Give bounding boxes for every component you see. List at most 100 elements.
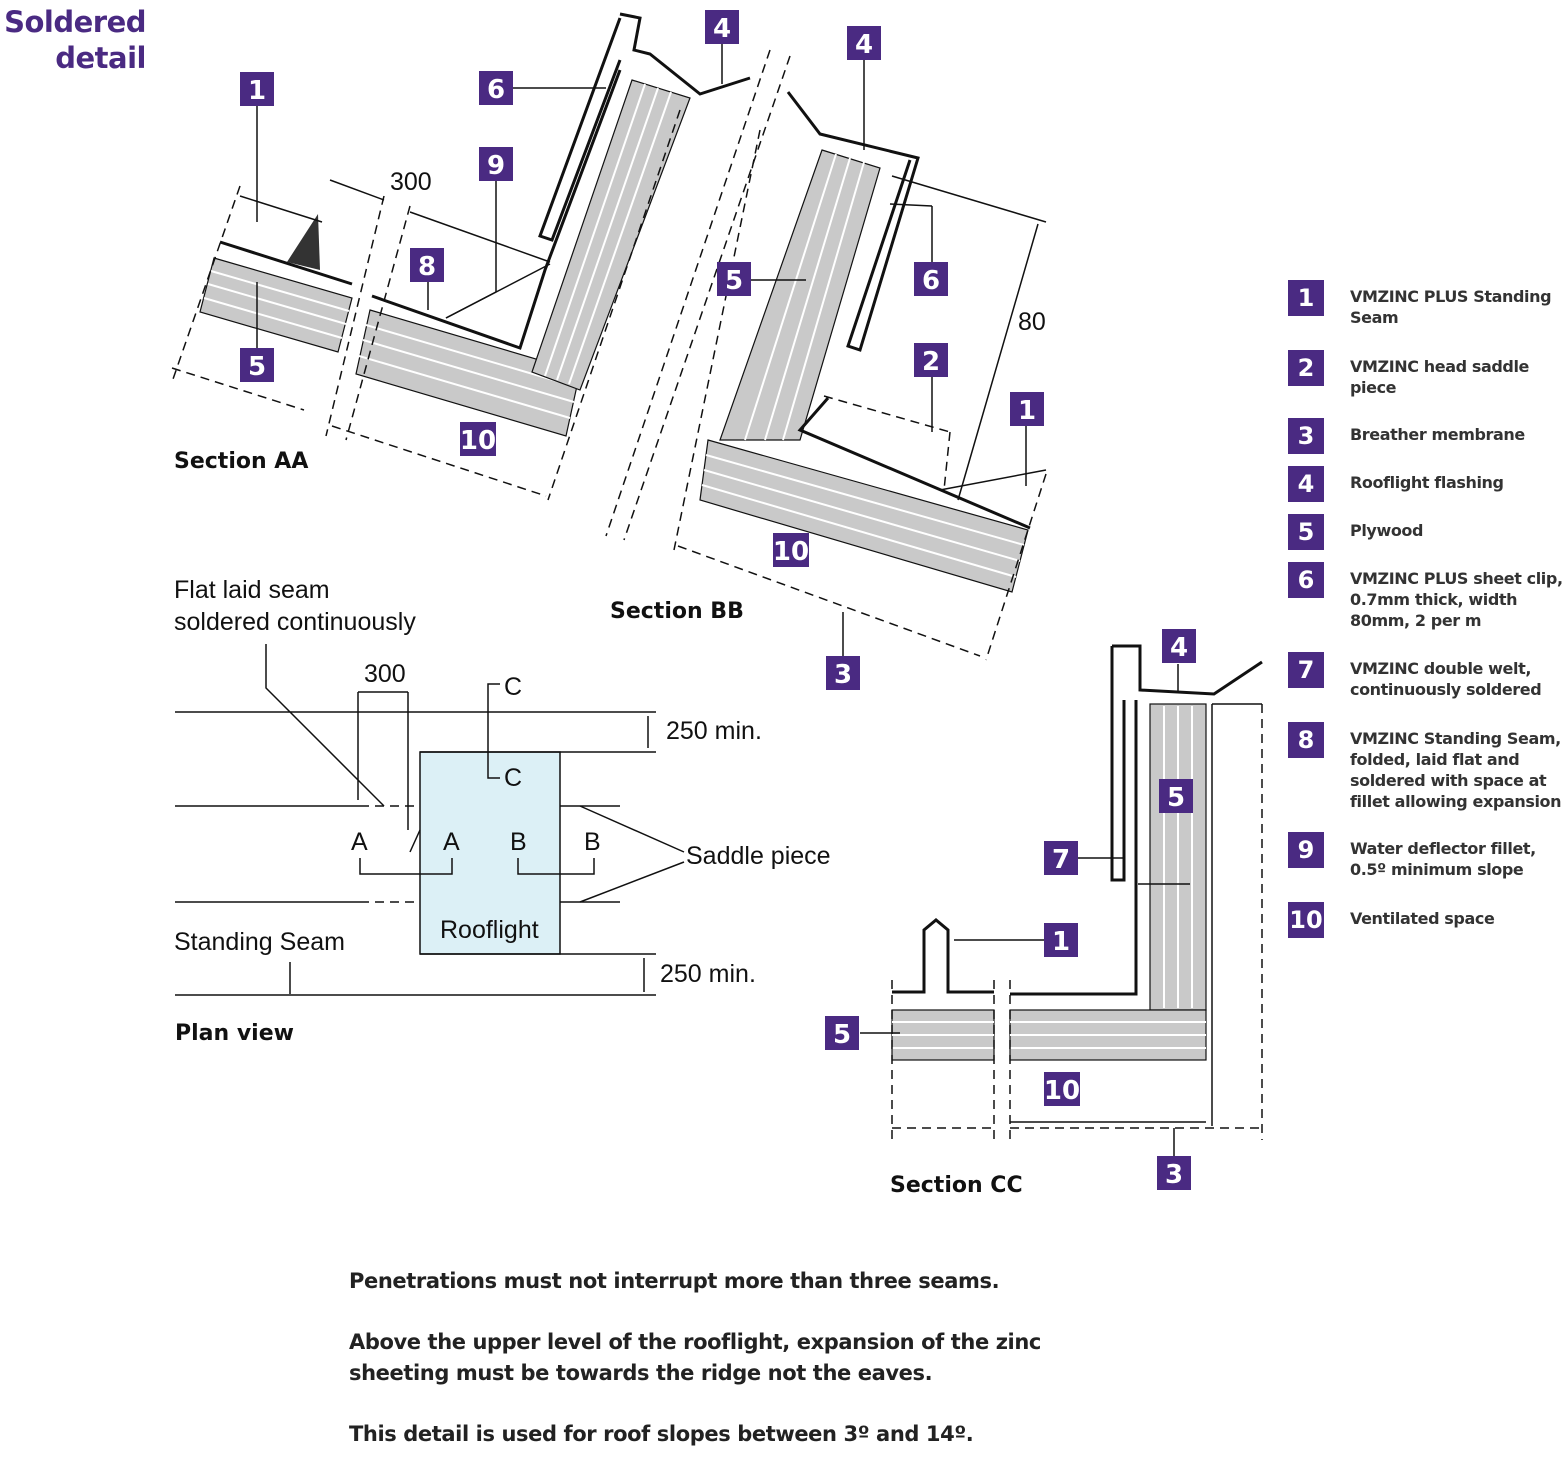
svg-text:2: 2 <box>922 347 940 377</box>
tag-2-bb: 2 <box>914 343 948 377</box>
plan-dim-250-top: 250 min. <box>666 717 762 745</box>
legend-number: 9 <box>1288 832 1324 868</box>
legend-text: VMZINC double welt, continuously soldere… <box>1350 659 1542 699</box>
tag-5-bb: 5 <box>717 262 751 296</box>
tag-9-aa: 9 <box>479 147 513 181</box>
plywood-aa-left <box>199 257 353 353</box>
svg-text:4: 4 <box>713 14 731 44</box>
page-title-line1: Soldered <box>4 5 146 39</box>
section-cc-label: Section CC <box>890 1173 1023 1198</box>
legend-text: Plywood <box>1350 521 1424 540</box>
tag-4-aa: 4 <box>705 10 739 44</box>
legend-number: 4 <box>1288 466 1324 502</box>
tag-5-aa: 5 <box>240 348 274 382</box>
svg-text:6: 6 <box>922 266 940 296</box>
rooflight-flashing-cc <box>1112 644 1263 696</box>
section-aa-label: Section AA <box>174 449 308 474</box>
svg-text:3: 3 <box>1165 1160 1183 1190</box>
tag-5-cc-upstand: 5 <box>1159 779 1193 813</box>
tag-3-bb: 3 <box>826 656 860 690</box>
tag-6-bb: 6 <box>914 262 948 296</box>
legend-number: 10 <box>1288 902 1324 938</box>
note-roof-slopes: This detail is used for roof slopes betw… <box>349 1422 974 1446</box>
legend-text: VMZINC Standing Seam, folded, laid flat … <box>1350 729 1562 811</box>
tag-3-cc: 3 <box>1157 1156 1191 1190</box>
zinc-sheet-bb <box>786 91 920 352</box>
legend-text: Breather membrane <box>1350 425 1525 444</box>
plan-cut-b1: B <box>510 828 527 856</box>
plan-saddle-piece: Saddle piece <box>686 842 831 870</box>
legend-number: 6 <box>1288 562 1324 598</box>
legend-text: VMZINC PLUS Standing Seam <box>1350 287 1552 327</box>
plywood-cc-upstand <box>1149 703 1207 1011</box>
tag-4-cc: 4 <box>1162 629 1196 663</box>
zinc-sheet-aa-left <box>219 240 353 286</box>
legend-text: Rooflight flashing <box>1350 473 1504 492</box>
section-cc-drawing <box>860 644 1263 1158</box>
legend-number: 8 <box>1288 722 1324 758</box>
plan-view-drawing <box>175 644 685 996</box>
plan-cut-a1: A <box>351 828 368 856</box>
section-bb-label: Section BB <box>610 599 744 624</box>
tag-8-aa: 8 <box>410 248 444 282</box>
clip-cc <box>1110 646 1126 882</box>
tag-4-bb: 4 <box>847 26 881 60</box>
legend-text: VMZINC head saddle piece <box>1350 357 1529 397</box>
legend-number: 7 <box>1288 652 1324 688</box>
svg-text:9: 9 <box>487 151 505 181</box>
section-bb-dim-80: 80 <box>1018 308 1046 336</box>
plywood-bb-upstand <box>719 149 881 441</box>
plan-dim-300: 300 <box>364 660 406 688</box>
tag-5-cc-base: 5 <box>825 1016 859 1050</box>
page-title-line2: detail <box>55 41 146 75</box>
svg-text:7: 7 <box>1052 845 1070 875</box>
svg-text:10: 10 <box>773 537 809 567</box>
tag-10-bb: 10 <box>773 533 809 567</box>
svg-text:5: 5 <box>248 352 266 382</box>
legend-number: 1 <box>1288 280 1324 316</box>
tag-1-aa: 1 <box>240 72 274 106</box>
tag-7-cc: 7 <box>1044 841 1078 875</box>
tag-1-bb: 1 <box>1010 392 1044 426</box>
tag-10-cc: 10 <box>1044 1072 1080 1106</box>
svg-text:8: 8 <box>418 252 436 282</box>
plywood-aa-upstand <box>531 79 691 391</box>
clip-aa <box>538 17 622 242</box>
svg-text:4: 4 <box>1170 633 1188 663</box>
zinc-sheet-bb-base <box>797 397 1031 530</box>
legend-number: 2 <box>1288 350 1324 386</box>
plan-cut-c2: C <box>504 764 522 792</box>
plan-rooflight: Rooflight <box>440 916 539 944</box>
svg-text:4: 4 <box>855 30 873 60</box>
tag-10-aa: 10 <box>460 422 496 456</box>
section-aa-bb-drawing <box>171 12 1047 661</box>
zinc-sheet-cc-right <box>1010 700 1138 996</box>
legend-text: VMZINC PLUS sheet clip, 0.7mm thick, wid… <box>1350 569 1563 630</box>
plan-cut-c1: C <box>504 673 522 701</box>
plywood-bb-main <box>699 439 1029 593</box>
page-title: Soldered detail <box>0 4 146 76</box>
plywood-aa-main <box>355 309 581 437</box>
svg-text:6: 6 <box>487 75 505 105</box>
svg-text:1: 1 <box>1018 396 1036 426</box>
zinc-sheet-cc <box>892 918 994 994</box>
zinc-sheet-aa <box>371 69 622 350</box>
plan-standing-seam: Standing Seam <box>174 928 345 956</box>
plan-cut-b2: B <box>584 828 601 856</box>
svg-text:1: 1 <box>1052 927 1070 957</box>
section-aa-dim-300: 300 <box>390 168 432 196</box>
tag-1-cc: 1 <box>1044 923 1078 957</box>
plan-cut-a2: A <box>443 828 460 856</box>
legend-number: 5 <box>1288 514 1324 550</box>
rooflight-flashing-aa <box>619 12 751 96</box>
svg-text:5: 5 <box>1167 783 1185 813</box>
rooflight-rect <box>419 751 561 955</box>
plan-view-label: Plan view <box>175 1021 294 1046</box>
tag-6-aa: 6 <box>479 71 513 105</box>
plan-dim-250-bottom: 250 min. <box>660 960 756 988</box>
legend-text: Ventilated space <box>1350 909 1495 928</box>
note-expansion: Above the upper level of the rooflight, … <box>349 1330 1041 1385</box>
svg-text:3: 3 <box>834 660 852 690</box>
svg-text:1: 1 <box>248 76 266 106</box>
plywood-cc-base <box>891 1009 1207 1061</box>
